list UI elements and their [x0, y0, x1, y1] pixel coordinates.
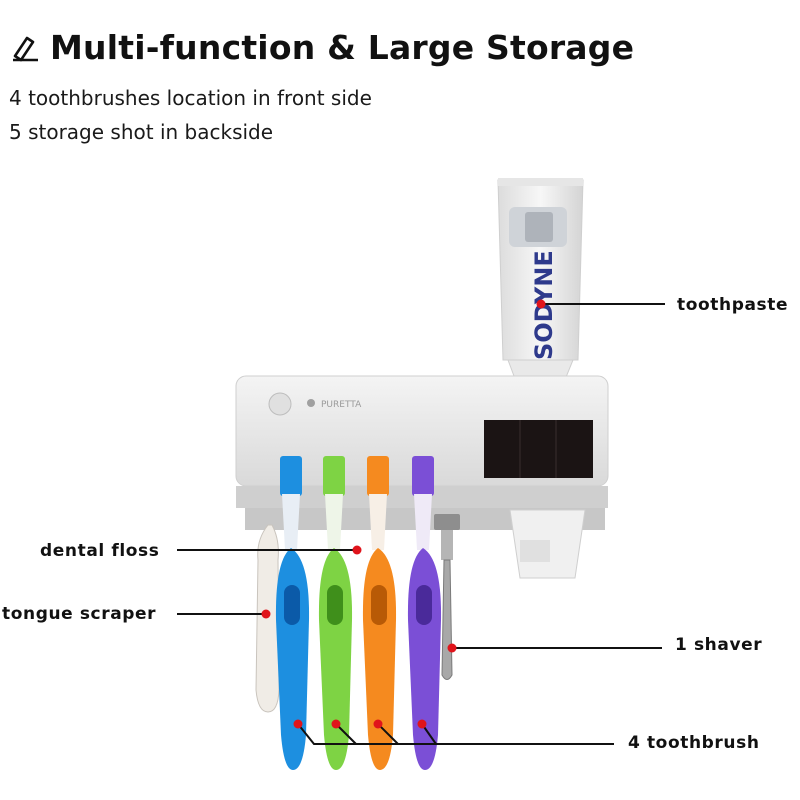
callout-lines — [177, 303, 665, 745]
pencil-edit-icon — [13, 36, 38, 62]
toothbrush-orange — [362, 456, 397, 770]
tongue-scraper — [255, 524, 280, 713]
callout-toothpaste: toothpaste — [677, 295, 789, 315]
callout-tongue-scraper: tongue scraper — [2, 604, 157, 624]
toothpaste-tube: SODYNE — [497, 178, 584, 393]
callout-dental-floss: dental floss — [40, 541, 160, 561]
callout-toothbrush: 4 toothbrush — [628, 733, 760, 753]
toothbrush-purple — [407, 456, 442, 770]
subtitle-line-2: 5 storage shot in backside — [9, 120, 274, 144]
toothbrush-green — [318, 456, 353, 770]
title-text: Multi-function & Large Storage — [50, 27, 635, 67]
callout-shaver: 1 shaver — [675, 635, 763, 655]
shaver — [434, 514, 460, 680]
brand-mark: PURETTA — [321, 400, 362, 410]
callout-dots — [261, 299, 546, 729]
page-title: Multi-function & Large Storage — [10, 22, 634, 72]
subtitle-line-1: 4 toothbrushes location in front side — [9, 86, 372, 110]
toothbrush-blue — [275, 456, 310, 770]
